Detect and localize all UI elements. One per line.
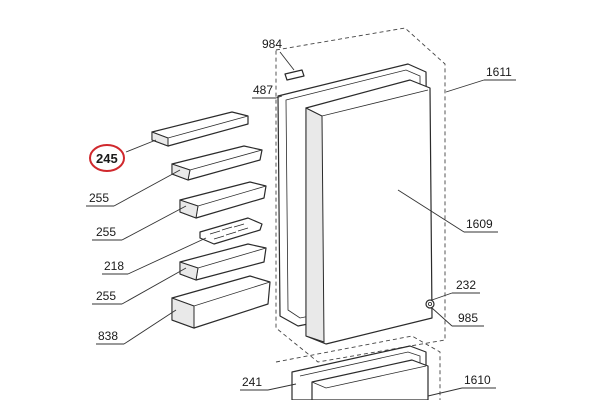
callout-838: 838 (98, 329, 118, 343)
leader-1611 (445, 79, 485, 93)
egg-tray (199, 217, 263, 245)
door-panel-top (305, 89, 429, 117)
callout-255-upper: 255 (89, 191, 109, 205)
callout-232: 232 (456, 278, 476, 292)
callout-1609: 1609 (466, 217, 493, 231)
leader-245 (125, 139, 157, 153)
callout-218: 218 (104, 259, 124, 273)
tag-part (284, 69, 305, 81)
highlight-ring-245 (89, 144, 125, 172)
door-shelf-2-front (179, 199, 199, 219)
shelf-lid-side (151, 131, 169, 147)
callout-985: 985 (458, 311, 478, 325)
door-panel-edge (305, 107, 325, 343)
leader-241 (267, 383, 297, 391)
callout-255-lower: 255 (96, 289, 116, 303)
door-shelf-1-front (171, 163, 191, 181)
leader-255c (121, 267, 187, 305)
hinge-pin (425, 299, 435, 309)
leader-1610 (427, 387, 463, 397)
leader-838 (123, 309, 177, 345)
egg-tray-cups (209, 223, 249, 240)
door-panel (305, 79, 433, 345)
leader-985 (431, 307, 453, 327)
lower-assembly-frame (275, 335, 441, 400)
leader-255b (121, 205, 187, 241)
leader-218 (127, 237, 207, 275)
callout-984: 984 (262, 37, 282, 51)
callout-1611: 1611 (486, 65, 512, 79)
door-shelf-3-front (179, 261, 199, 281)
leader-255a (113, 169, 181, 207)
hinge-pin-inner (427, 301, 432, 306)
leader-487 (275, 95, 283, 99)
callout-245: 245 (96, 151, 118, 166)
callout-241: 241 (242, 375, 262, 389)
leader-984 (279, 51, 295, 71)
callout-487: 487 (253, 83, 273, 97)
callout-1610: 1610 (464, 373, 491, 387)
lower-door-panel-top (311, 365, 427, 389)
leader-232 (431, 292, 453, 301)
callout-255-middle: 255 (96, 225, 116, 239)
lower-door-panel (311, 359, 429, 400)
leader-1609 (397, 189, 465, 233)
